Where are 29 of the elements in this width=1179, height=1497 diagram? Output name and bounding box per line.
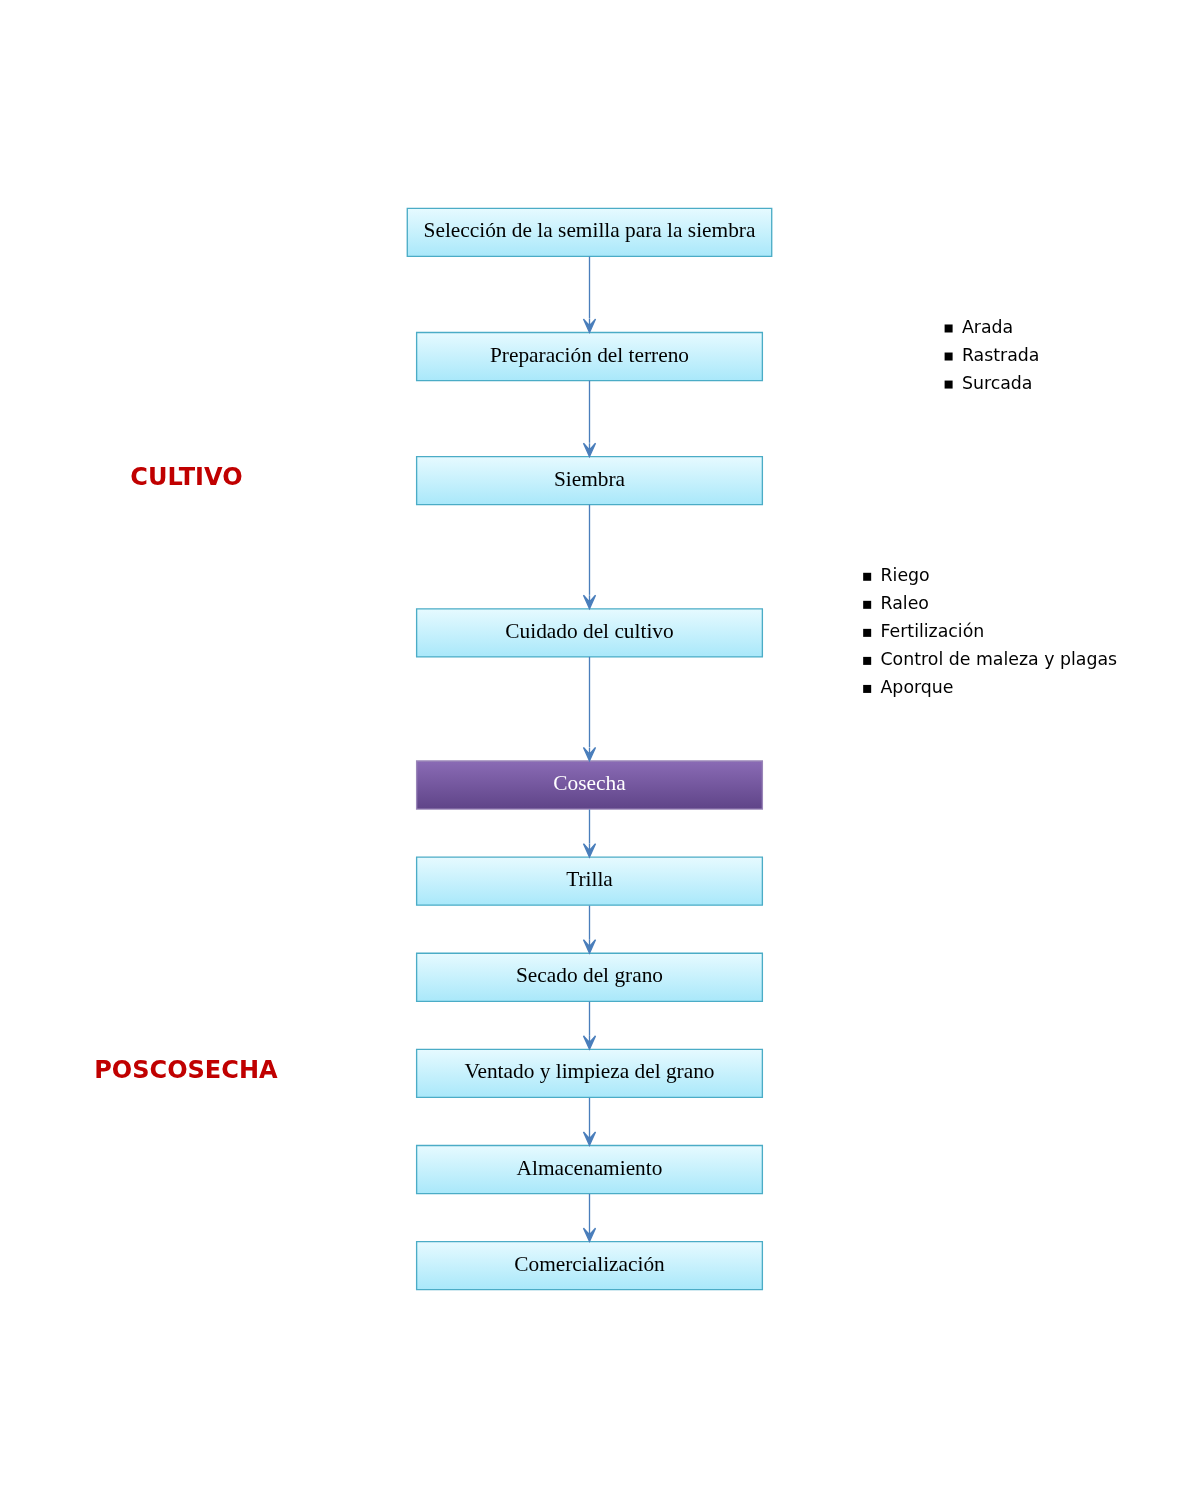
node-box: Cuidado del cultivo bbox=[415, 607, 764, 658]
arrow bbox=[582, 503, 597, 609]
label: Raleo bbox=[880, 592, 929, 613]
node-box: Preparación del terreno bbox=[415, 331, 764, 381]
node-box: Secado del grano bbox=[415, 952, 764, 1002]
node-box: Selección de la semilla para la siembra bbox=[406, 207, 773, 257]
arrow bbox=[582, 255, 597, 333]
arrow bbox=[582, 904, 597, 954]
arrow bbox=[582, 655, 597, 761]
node-box: Siembra bbox=[415, 455, 764, 505]
arrow bbox=[582, 1192, 597, 1242]
label: Riego bbox=[880, 564, 930, 585]
label: CULTIVO bbox=[130, 462, 243, 491]
label: Surcada bbox=[961, 372, 1033, 393]
label: Aporque bbox=[880, 676, 954, 697]
node-box: Almacenamiento bbox=[415, 1144, 764, 1194]
label: Rastrada bbox=[961, 344, 1040, 365]
label: Fertilización bbox=[880, 620, 985, 641]
node-box: Cosecha bbox=[415, 759, 764, 810]
label: Arada bbox=[961, 316, 1014, 337]
arrow bbox=[582, 1000, 597, 1050]
label: POSCOSECHA bbox=[94, 1055, 278, 1084]
arrow bbox=[582, 808, 597, 858]
label: Control de maleza y plagas bbox=[880, 648, 1118, 669]
arrow bbox=[582, 379, 597, 457]
arrow bbox=[582, 1096, 597, 1146]
node-box: Trilla bbox=[415, 855, 764, 906]
node-box: Comercialización bbox=[415, 1240, 764, 1290]
node-box: Ventado y limpieza del grano bbox=[415, 1048, 764, 1098]
